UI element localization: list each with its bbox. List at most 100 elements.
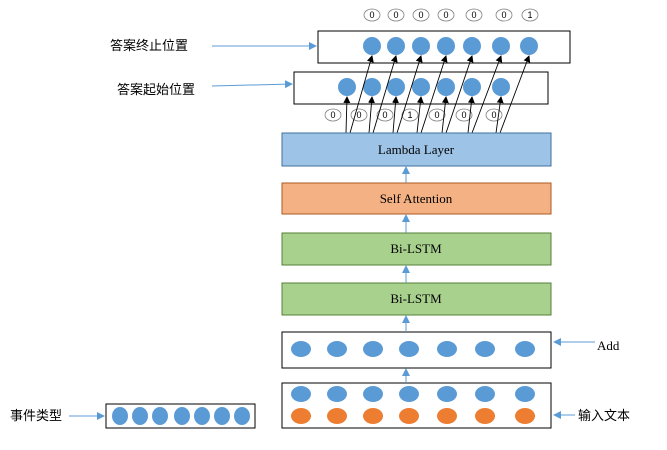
answer-end-bit-7: 1 (527, 10, 532, 20)
end-output-arrow-7 (499, 55, 531, 134)
input-event-node-6 (475, 408, 495, 424)
answer-end-bit-bubble-4 (437, 8, 455, 22)
add-node-7 (515, 341, 535, 357)
answer-end-node-2 (387, 37, 405, 55)
output-arrows (343, 55, 531, 134)
answer-start-bit-bubble-2 (350, 108, 368, 122)
answer-end-bit-bubble-6 (495, 8, 513, 22)
input-event-node-1 (291, 408, 311, 424)
answer-end-node-5 (463, 37, 481, 55)
bilstm-bottom-layer (281, 282, 552, 316)
answer-start-bit-6: 0 (461, 110, 466, 120)
answer-start-bit-bubble-4 (401, 108, 419, 122)
start-output-arrow-5 (441, 96, 449, 134)
event-type-node-1 (112, 407, 128, 425)
answer-start-bit-4: 1 (407, 110, 412, 120)
input-word-node-1 (291, 386, 311, 402)
answer-end-bits: 0 0 0 0 0 0 1 (363, 8, 539, 22)
answer-end-node-3 (412, 37, 430, 55)
add-node-2 (327, 341, 347, 357)
input-event-node-2 (327, 408, 347, 424)
input-word-node-7 (515, 386, 535, 402)
bilstm-top-label: Bi-LSTM (390, 241, 442, 256)
answer-end-bit-bubble-3 (412, 8, 430, 22)
answer-end-bit-bubble-7 (521, 8, 539, 22)
input-word-node-3 (363, 386, 383, 402)
self-attention-label: Self Attention (380, 191, 453, 206)
answer-end-bit-bubble-1 (363, 8, 381, 22)
input-text-label: 输入文本 (578, 408, 630, 424)
answer-end-nodes (363, 37, 538, 55)
input-word-node-2 (327, 386, 347, 402)
answer-start-node-4 (412, 78, 430, 96)
answer-start-bit-5: 0 (434, 110, 439, 120)
add-nodes (291, 341, 535, 357)
end-output-arrow-2 (372, 55, 398, 134)
start-output-arrow-7 (495, 96, 504, 134)
answer-end-bit-1: 0 (369, 10, 374, 20)
lambda-layer (281, 132, 552, 167)
input-event-node-4 (399, 408, 419, 424)
start-output-arrow-3 (392, 96, 399, 134)
answer-end-label: 答案终止位置 (110, 38, 188, 54)
start-output-arrow-6 (467, 96, 475, 134)
answer-end-bit-2: 0 (393, 10, 398, 20)
event-type-node-7 (234, 407, 250, 425)
event-type-label: 事件类型 (10, 409, 62, 424)
end-output-arrow-6 (471, 55, 503, 134)
answer-start-node-1 (338, 78, 356, 96)
add-label: Add (597, 338, 620, 353)
input-word-node-6 (475, 386, 495, 402)
event-type-node-2 (132, 407, 148, 425)
answer-end-node-4 (437, 37, 455, 55)
add-node-5 (437, 341, 457, 357)
event-type-node-3 (152, 407, 168, 425)
add-node-4 (399, 341, 419, 357)
start-output-arrow-4 (416, 96, 424, 134)
add-node-1 (291, 341, 311, 357)
input-event-node-5 (437, 408, 457, 424)
end-output-arrow-3 (396, 55, 423, 134)
input-word-node-5 (437, 386, 457, 402)
answer-start-bit-bubble-5 (428, 108, 446, 122)
answer-start-bit-bubble-6 (455, 108, 473, 122)
answer-end-bit-3: 0 (418, 10, 423, 20)
event-type-node-6 (214, 407, 230, 425)
input-nodes (291, 386, 535, 424)
bilstm-bottom-label: Bi-LSTM (390, 291, 442, 306)
answer-start-node-2 (363, 78, 381, 96)
answer-start-node-5 (437, 78, 455, 96)
event-type-nodes (112, 407, 250, 425)
input-event-node-3 (363, 408, 383, 424)
answer-end-bit-4: 0 (443, 10, 448, 20)
input-word-node-4 (399, 386, 419, 402)
answer-start-node-3 (387, 78, 405, 96)
answer-start-bit-bubble-1 (324, 108, 342, 122)
answer-end-node-1 (363, 37, 381, 55)
answer-end-bit-bubble-5 (465, 8, 483, 22)
lambda-layer-label: Lambda Layer (378, 142, 455, 157)
add-node-3 (363, 341, 383, 357)
input-event-node-7 (515, 408, 535, 424)
answer-start-bit-3: 0 (382, 110, 387, 120)
answer-start-bit-7: 0 (491, 110, 496, 120)
answer-end-bit-5: 0 (471, 10, 476, 20)
answer-start-node-6 (463, 78, 481, 96)
start-output-arrow-1 (343, 96, 351, 134)
end-output-arrow-5 (445, 55, 474, 134)
self-attention-layer (281, 182, 552, 215)
answer-start-label: 答案起始位置 (117, 82, 195, 98)
answer-end-bit-bubble-2 (387, 8, 405, 22)
event-type-node-4 (174, 407, 190, 425)
answer-start-node-7 (492, 78, 510, 96)
end-output-arrow-4 (420, 55, 448, 134)
answer-start-nodes (338, 78, 510, 96)
answer-start-arrow (211, 80, 293, 89)
start-output-arrow-2 (368, 96, 375, 134)
bilstm-top-layer (281, 232, 552, 266)
answer-end-bit-6: 0 (501, 10, 506, 20)
answer-end-node-7 (520, 37, 538, 55)
answer-end-node-6 (492, 37, 510, 55)
